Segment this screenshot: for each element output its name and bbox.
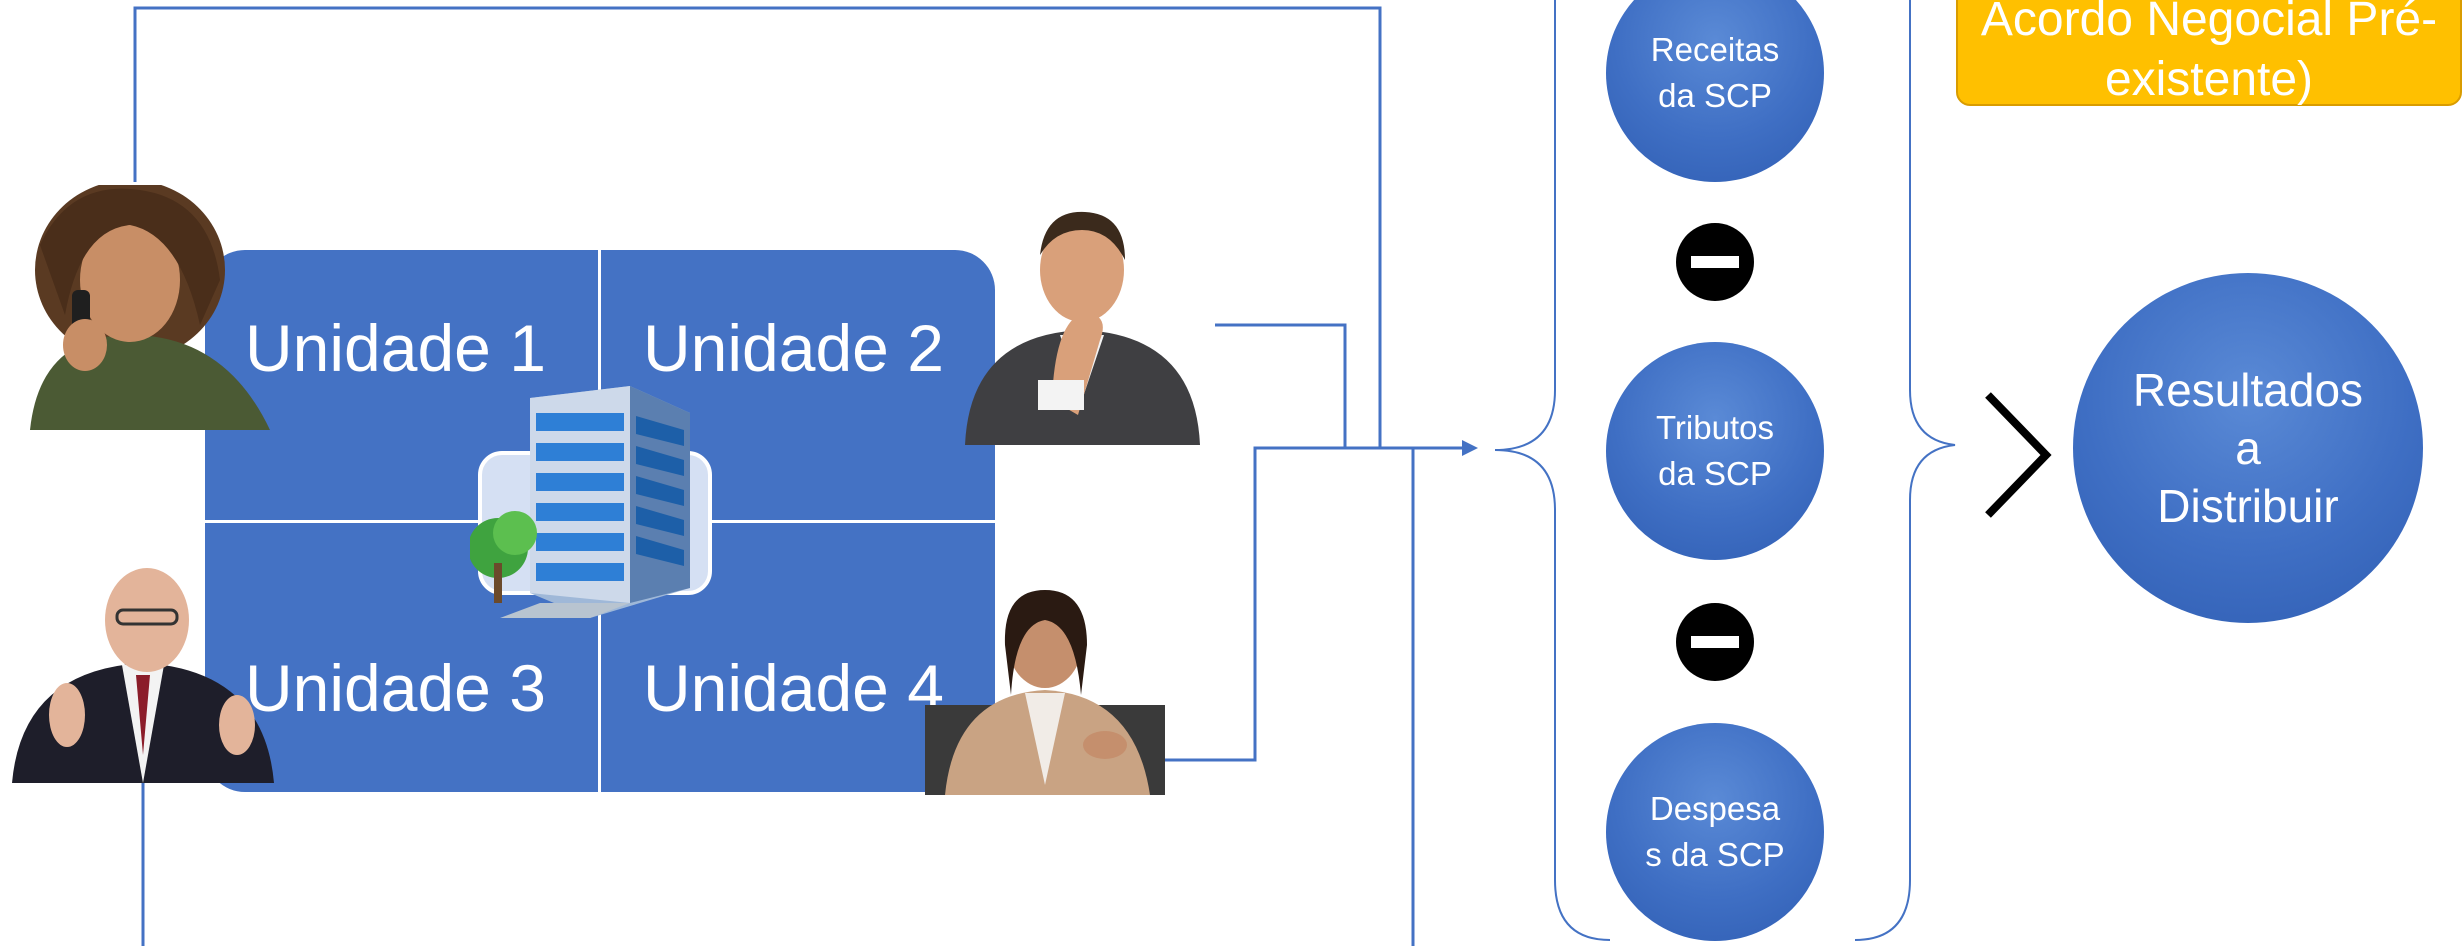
- person-woman-phone: [30, 185, 270, 430]
- connector-unit2: [1215, 323, 1347, 448]
- building-icon: [470, 386, 712, 618]
- unit-1-label: Unidade 1: [245, 311, 546, 385]
- left-brace: [1494, 0, 1611, 941]
- minus-circle-icon: [1676, 603, 1754, 681]
- unit-3-label: Unidade 3: [245, 651, 546, 725]
- person-man-gesturing: [12, 568, 274, 783]
- person-man-thinking: [965, 211, 1200, 445]
- arrow-head: [1462, 440, 1478, 456]
- agreement-box: Acordo Negocial Pré- existente): [1956, 0, 2462, 106]
- unit-2-label: Unidade 2: [643, 311, 944, 385]
- person-woman-seated: [925, 590, 1165, 795]
- greater-than-icon: [1985, 392, 2052, 518]
- connector-unit1: [133, 6, 1382, 448]
- connector-unit4: [1085, 446, 1470, 762]
- unit-4-label: Unidade 4: [643, 651, 944, 725]
- right-brace: [1854, 0, 1956, 941]
- minus-circle-icon: [1676, 223, 1754, 301]
